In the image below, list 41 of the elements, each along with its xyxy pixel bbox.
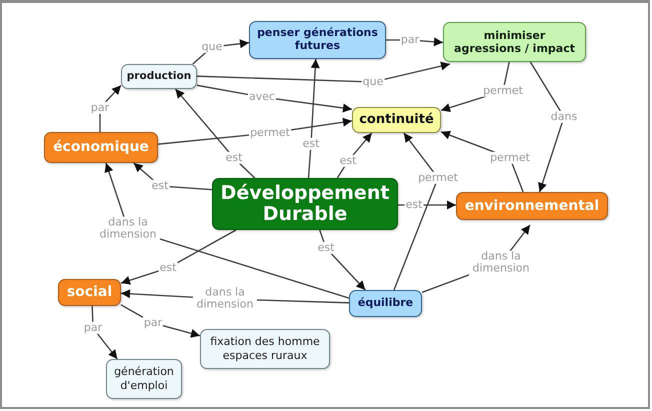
concept-box: production bbox=[121, 64, 197, 89]
arrow bbox=[530, 62, 565, 192]
concept-box: génération d'emploi bbox=[106, 359, 182, 399]
edge-label: est bbox=[338, 154, 358, 168]
edge-label: permet bbox=[417, 172, 459, 184]
concept-box: économique bbox=[44, 132, 158, 163]
edge-label: est bbox=[404, 198, 424, 212]
edge-label: permet bbox=[482, 84, 524, 98]
arrow bbox=[92, 306, 118, 360]
concept-box: social bbox=[58, 279, 121, 306]
edge-label: est bbox=[316, 242, 336, 254]
edge-label: dans bbox=[550, 110, 578, 124]
edge-label: est bbox=[224, 152, 244, 164]
concept-box: penser générations futures bbox=[249, 21, 386, 59]
edge-label: que bbox=[362, 76, 384, 88]
edge-label: par bbox=[400, 34, 420, 46]
arrow bbox=[196, 62, 450, 83]
edge-label: permet bbox=[489, 152, 531, 164]
arrow bbox=[120, 229, 236, 285]
edge-label: est bbox=[158, 262, 178, 274]
edge-label: par bbox=[82, 322, 104, 334]
edge-label: est bbox=[150, 180, 170, 192]
concept-box: équilibre bbox=[349, 290, 422, 317]
concept-box: environnemental bbox=[456, 192, 608, 220]
arrow bbox=[133, 162, 212, 190]
arrow bbox=[308, 58, 320, 178]
concept-box: fixation des homme espaces ruraux bbox=[200, 329, 330, 369]
arrow bbox=[99, 84, 122, 132]
edge-label: est bbox=[302, 138, 320, 150]
arrow bbox=[393, 132, 439, 290]
edge-label: par bbox=[142, 316, 164, 330]
edge-label: par bbox=[90, 102, 110, 114]
arrow bbox=[174, 88, 256, 178]
edge-label: que bbox=[200, 40, 224, 54]
edge-label: permet bbox=[249, 126, 291, 140]
arrow bbox=[336, 132, 372, 178]
concept-box: Développement Durable bbox=[212, 178, 398, 230]
edge-label: avec bbox=[248, 90, 276, 104]
concept-box: minimiser agressions / impact bbox=[443, 22, 586, 62]
concept-box: continuité bbox=[352, 107, 441, 133]
arrow bbox=[319, 230, 366, 290]
